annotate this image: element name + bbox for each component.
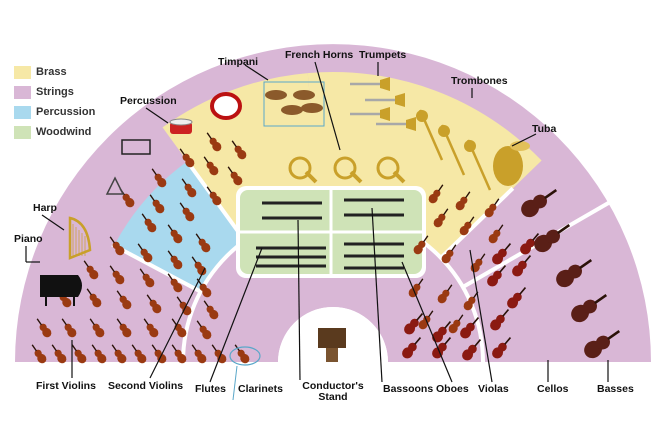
label-percussion: Percussion (120, 96, 177, 107)
label-oboes: Oboes (436, 384, 469, 395)
timpani-bowl (281, 105, 303, 115)
label-flutes: Flutes (195, 384, 226, 395)
legend-label-strings: Strings (36, 86, 74, 98)
bass-drum-icon (212, 94, 240, 118)
legend-label-percussion: Percussion (36, 106, 95, 118)
snare-head (170, 119, 192, 125)
legend-item-woodwind: Woodwind (14, 122, 95, 142)
piano-body (40, 275, 82, 297)
snare-drum-icon (170, 119, 192, 134)
label-bassoons: Bassoons (383, 384, 433, 395)
label-piano: Piano (14, 234, 43, 245)
label-trumpets: Trumpets (359, 50, 406, 61)
trombone-bell (416, 110, 428, 122)
label-first-violins: First Violins (36, 381, 96, 392)
timpani-bowl (265, 90, 287, 100)
label-clarinets: Clarinets (238, 384, 283, 395)
stand-post (326, 348, 338, 362)
label-french-horns: French Horns (285, 50, 353, 61)
timpani-icon (265, 90, 287, 100)
timpani-icon (293, 90, 315, 100)
legend-item-strings: Strings (14, 82, 95, 102)
label-second-violins: Second Violins (108, 381, 183, 392)
legend-swatch-brass (14, 66, 31, 79)
label-conductors-stand-line2: Stand (296, 392, 370, 403)
legend-label-brass: Brass (36, 66, 67, 78)
trombone-bell (464, 140, 476, 152)
tuba-body (493, 146, 523, 186)
legend-swatch-percussion (14, 106, 31, 119)
label-basses: Basses (597, 384, 634, 395)
legend-item-percussion: Percussion (14, 102, 95, 122)
seating-sections (15, 44, 651, 362)
trombone-bell (438, 125, 450, 137)
timpani-icon (281, 105, 303, 115)
label-violas: Violas (478, 384, 509, 395)
stand-desk (318, 328, 346, 348)
legend: Brass Strings Percussion Woodwind (14, 62, 95, 142)
timpani-bowl (293, 90, 315, 100)
clarinet-highlight-line (233, 366, 237, 400)
label-conductors-stand: Conductor's Stand (296, 381, 370, 403)
legend-item-brass: Brass (14, 62, 95, 82)
timpani-icon (301, 103, 323, 113)
label-harp: Harp (33, 203, 57, 214)
legend-swatch-woodwind (14, 126, 31, 139)
timpani-bowl (301, 103, 323, 113)
label-trombones: Trombones (451, 76, 508, 87)
label-cellos: Cellos (537, 384, 569, 395)
legend-label-woodwind: Woodwind (36, 126, 91, 138)
label-tuba: Tuba (532, 124, 556, 135)
bass-drum-head (212, 94, 240, 118)
label-timpani: Timpani (218, 57, 258, 68)
legend-swatch-strings (14, 86, 31, 99)
